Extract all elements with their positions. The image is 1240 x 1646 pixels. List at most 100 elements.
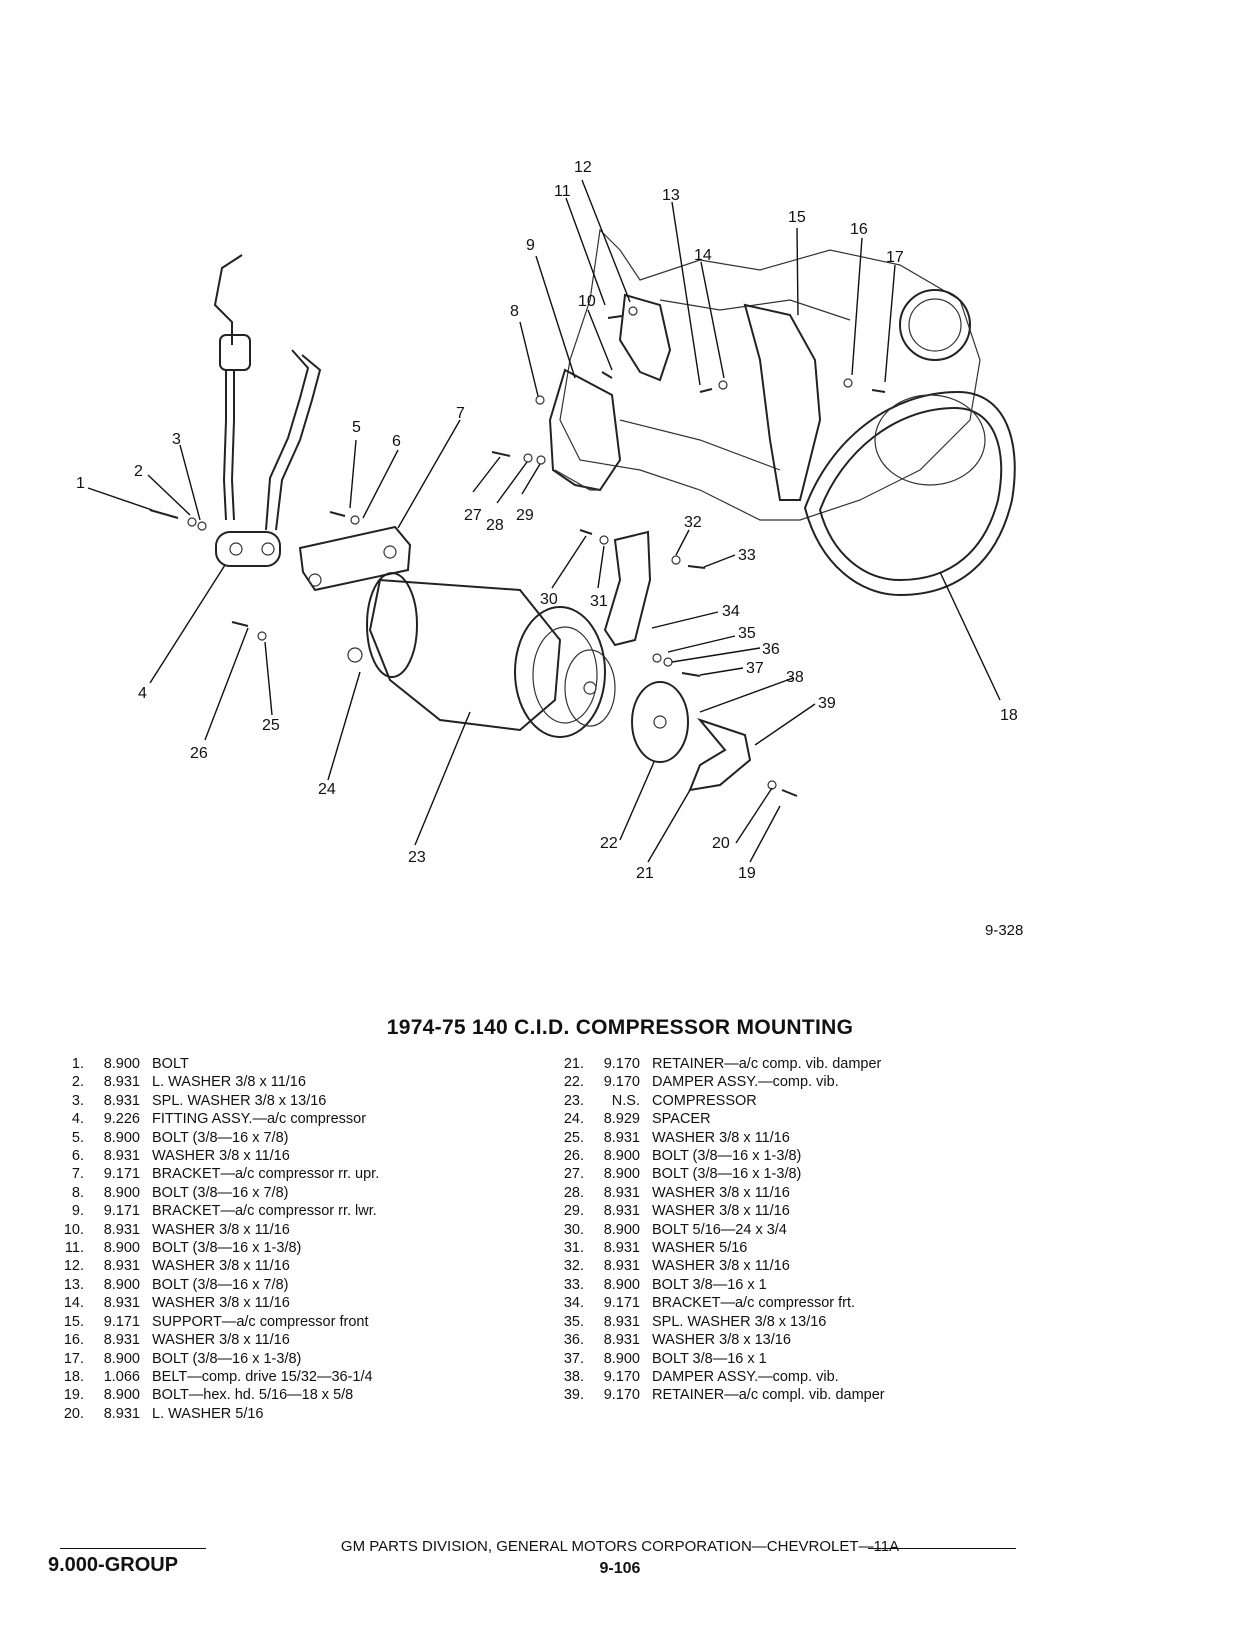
part-number: 24. <box>563 1111 584 1128</box>
callout-38: 38 <box>786 669 804 686</box>
part-description: BOLT (3/8—16 x 1-3/8) <box>152 1350 302 1367</box>
part-description: BOLT (3/8—16 x 1-3/8) <box>152 1240 302 1257</box>
callout-31: 31 <box>590 593 608 610</box>
callout-17: 17 <box>886 249 904 266</box>
part-description: WASHER 3/8 x 11/16 <box>152 1148 290 1165</box>
part-number: 20. <box>63 1405 84 1422</box>
part-description: RETAINER—a/c compl. vib. damper <box>652 1387 885 1404</box>
publisher-line: GM PARTS DIVISION, GENERAL MOTORS CORPOR… <box>340 1538 900 1555</box>
part-number: 30. <box>563 1221 584 1238</box>
callout-24: 24 <box>318 781 336 798</box>
callout-2: 2 <box>134 463 143 480</box>
part-number: 22. <box>563 1074 584 1091</box>
part-number: 19. <box>63 1387 84 1404</box>
callout-23: 23 <box>408 849 426 866</box>
part-number: 25. <box>563 1129 584 1146</box>
group-code: 9.170 <box>603 1074 640 1091</box>
figure-code: 9-328 <box>985 922 1024 939</box>
group-code: 8.931 <box>603 1129 640 1146</box>
group-code: 8.931 <box>103 1221 140 1238</box>
part-number: 29. <box>563 1203 584 1220</box>
callout-8: 8 <box>510 303 519 320</box>
part-description: BOLT (3/8—16 x 1-3/8) <box>652 1166 802 1183</box>
part-description: BOLT <box>152 1056 189 1072</box>
group-code: 8.931 <box>103 1332 140 1349</box>
part-description: DAMPER ASSY.—comp. vib. <box>652 1074 839 1091</box>
callout-39: 39 <box>818 695 836 712</box>
footer-rule-left <box>60 1548 206 1549</box>
group-code: 8.900 <box>603 1221 640 1238</box>
group-code: 8.900 <box>103 1240 140 1257</box>
callout-21: 21 <box>636 865 654 882</box>
group-code: 8.900 <box>103 1056 140 1072</box>
callout-3: 3 <box>172 431 181 448</box>
page-number: 9-106 <box>599 1560 641 1577</box>
front-support-illustration <box>618 293 822 501</box>
part-number: 5. <box>71 1129 84 1146</box>
part-description: WASHER 3/8 x 11/16 <box>152 1295 290 1312</box>
part-number: 15. <box>63 1313 84 1330</box>
group-code: 8.900 <box>103 1387 140 1404</box>
callout-30: 30 <box>540 591 558 608</box>
part-number: 2. <box>71 1074 84 1091</box>
part-number: 13. <box>63 1276 84 1293</box>
hardware-illustration <box>149 306 886 797</box>
part-description: SPL. WASHER 3/8 x 13/16 <box>652 1313 827 1330</box>
part-number: 10. <box>63 1221 84 1238</box>
part-description: BOLT (3/8—16 x 7/8) <box>152 1276 289 1293</box>
group-code: 8.931 <box>603 1240 640 1257</box>
group-code: 8.900 <box>603 1350 640 1367</box>
callout-6: 6 <box>392 433 401 450</box>
part-description: WASHER 3/8 x 11/16 <box>152 1258 290 1275</box>
callout-13: 13 <box>662 187 680 204</box>
part-description: COMPRESSOR <box>652 1092 757 1109</box>
part-description: WASHER 3/8 x 13/16 <box>652 1332 791 1349</box>
callout-14: 14 <box>694 247 712 264</box>
parts-list-row: 30. 8.900 BOLT 5/16—24 x 3/4 <box>548 1221 885 1239</box>
callout-16: 16 <box>850 221 868 238</box>
part-number: 3. <box>71 1092 84 1109</box>
group-code: 8.931 <box>603 1313 640 1330</box>
parts-list-row: 35. 8.931 SPL. WASHER 3/8 x 13/16 <box>548 1313 885 1331</box>
page-title: 1974-75 140 C.I.D. COMPRESSOR MOUNTING <box>386 1016 854 1039</box>
part-number: 7. <box>71 1166 84 1183</box>
parts-list-row: 23.N.S.COMPRESSOR <box>548 1092 885 1110</box>
group-code: 8.931 <box>603 1203 640 1220</box>
group-code: 8.900 <box>103 1129 140 1146</box>
part-description: FITTING ASSY.—a/c compressor <box>152 1111 367 1128</box>
part-description: WASHER 3/8 x 11/16 <box>152 1332 290 1349</box>
part-number: 6. <box>71 1148 84 1165</box>
part-number: 11. <box>64 1240 84 1257</box>
group-code: 8.931 <box>603 1184 640 1201</box>
part-number: 35. <box>563 1313 584 1330</box>
part-number: 36. <box>563 1332 584 1349</box>
callout-33: 33 <box>738 547 756 564</box>
part-description: WASHER 3/8 x 11/16 <box>652 1203 790 1220</box>
part-description: BOLT 5/16—24 x 3/4 <box>652 1221 787 1238</box>
callout-7: 7 <box>456 405 465 422</box>
part-description: BRACKET—a/c compressor rr. lwr. <box>152 1203 377 1220</box>
group-label: 9.000-GROUP <box>48 1554 179 1576</box>
group-code: 8.931 <box>103 1092 140 1109</box>
group-code: 9.170 <box>603 1368 640 1385</box>
callout-15: 15 <box>788 209 806 226</box>
callout-26: 26 <box>190 745 208 762</box>
group-code: 8.931 <box>603 1332 640 1349</box>
group-code: 9.170 <box>603 1387 640 1404</box>
callout-28: 28 <box>486 517 504 534</box>
part-number: 27. <box>563 1166 584 1183</box>
callout-11: 11 <box>554 183 571 200</box>
front-bracket-illustration <box>603 530 652 647</box>
callout-1: 1 <box>76 475 85 492</box>
group-code: 9.171 <box>603 1295 640 1312</box>
